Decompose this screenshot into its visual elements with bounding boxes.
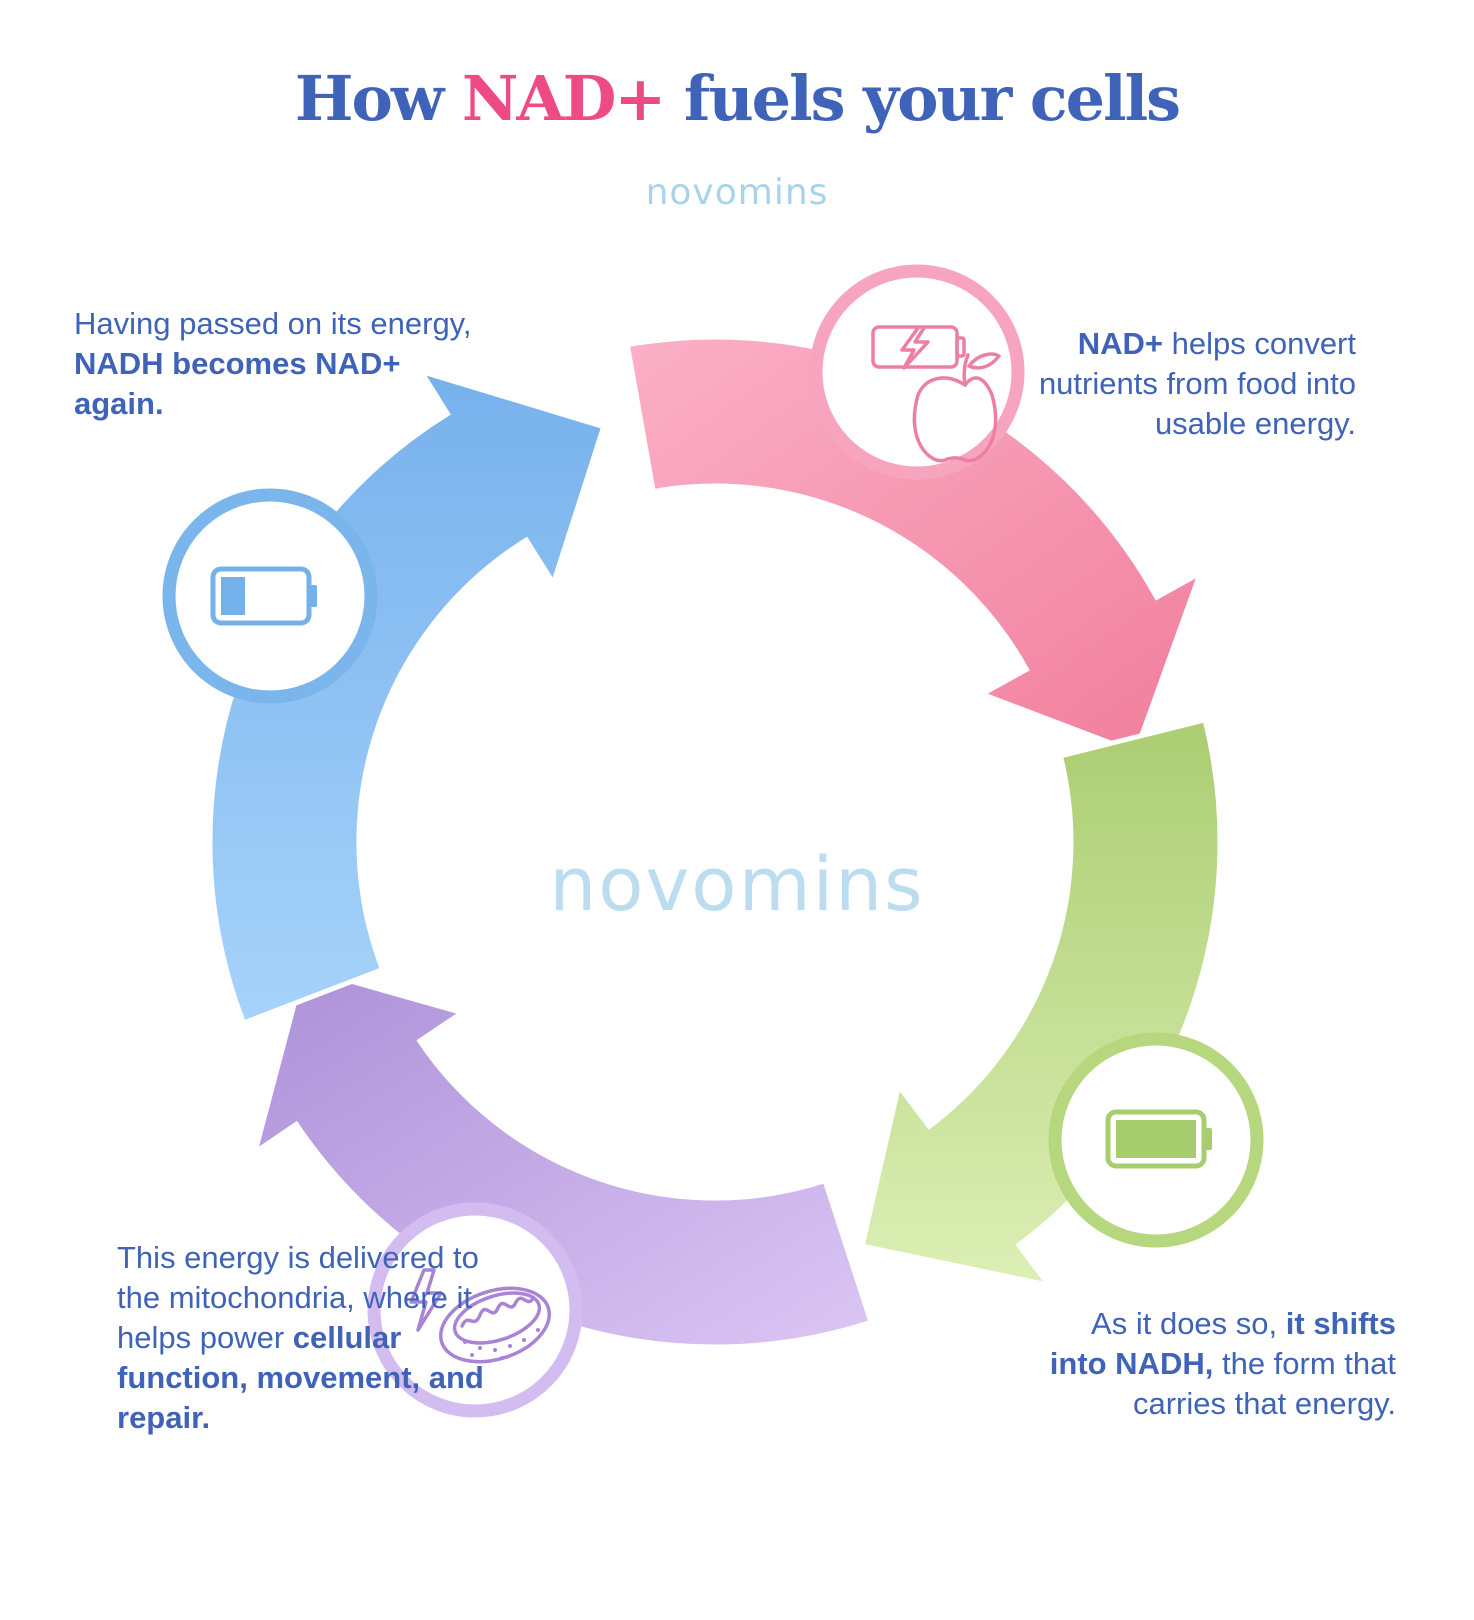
brand-logo-center: novomins [549, 842, 925, 928]
battery-bolt-apple-icon [809, 264, 1025, 480]
step-2-text-part: As it does so, [1091, 1306, 1286, 1341]
step-2-text-part: it shifts into NADH, [1049, 1306, 1396, 1381]
step-3-text-part: cellular function, movement, and repair. [117, 1320, 484, 1435]
title-pre: How [294, 62, 444, 135]
title-post: fuels your cells [683, 62, 1181, 135]
step-4-text: Having passed on its energy, NADH become… [74, 304, 494, 424]
mitochondria-bolt-icon [367, 1202, 583, 1418]
step-4-text-part: Having passed on its energy, [74, 306, 472, 341]
battery-full-icon [1048, 1032, 1264, 1248]
step-2-text: As it does so, it shifts into NADH, the … [1036, 1304, 1396, 1424]
step-3-text-part: This energy is delivered to the mitochon… [117, 1240, 479, 1355]
arrow-blue [207, 366, 607, 1027]
step-1-text-part: NAD+ [1077, 326, 1163, 361]
step-1-text: NAD+ helps convert nutrients from food i… [996, 324, 1356, 444]
battery-low-icon [162, 488, 378, 704]
step-1-text-part: helps convert nutrients from food into u… [1038, 326, 1356, 441]
title-highlight: NAD+ [461, 62, 666, 135]
page-title: How NAD+ fuels your cells [0, 62, 1474, 135]
step-4-text-part: NADH becomes NAD+ again. [74, 346, 401, 421]
arrow-green [859, 716, 1223, 1290]
arrow-purple [250, 964, 875, 1350]
step-2-text-part: the form that carries that energy. [1132, 1346, 1396, 1421]
step-3-text: This energy is delivered to the mitochon… [117, 1238, 497, 1438]
brand-logo-top: novomins [645, 172, 829, 213]
